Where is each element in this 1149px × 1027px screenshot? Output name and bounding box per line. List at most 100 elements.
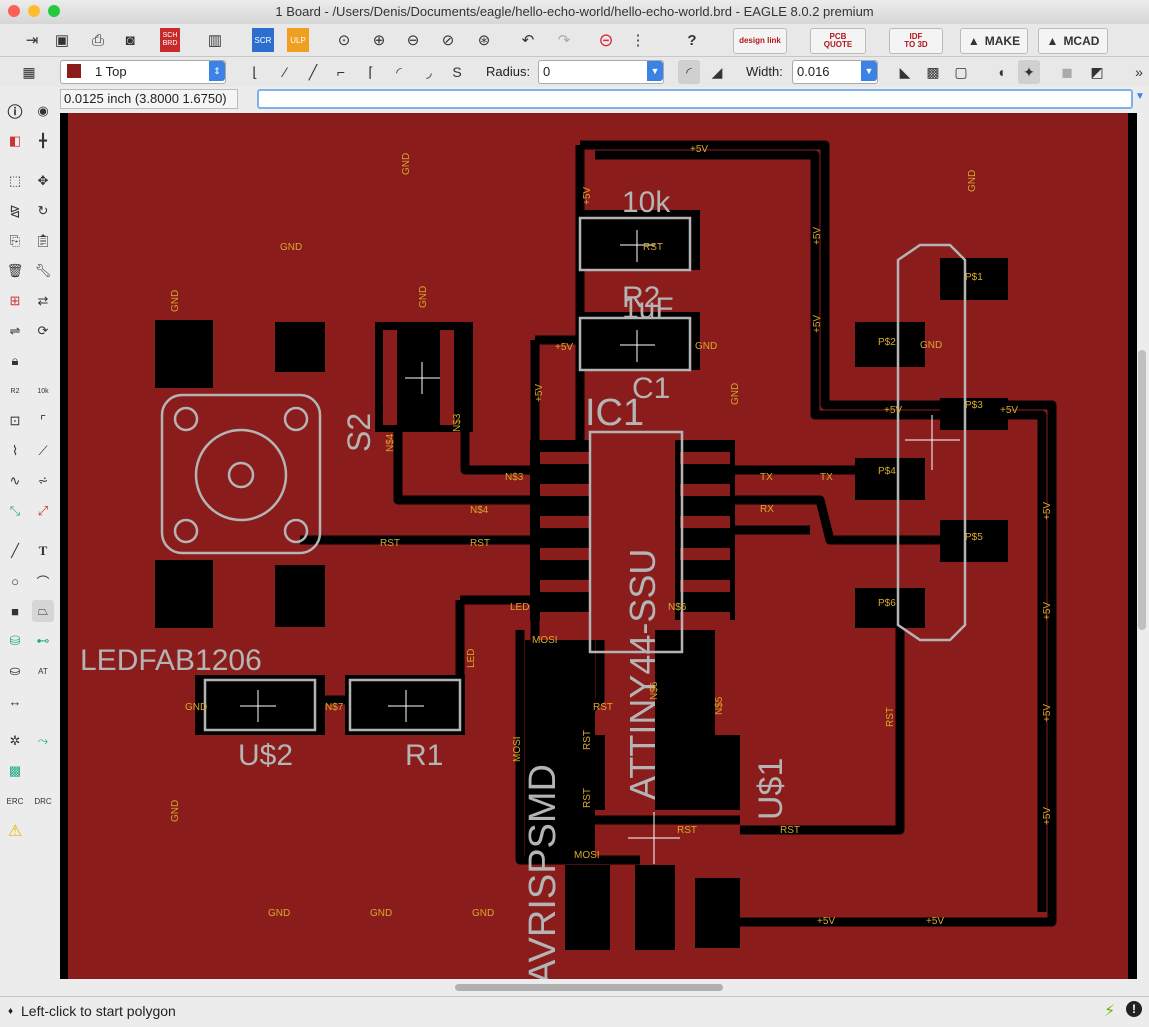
lock-rotate-icon[interactable]: ⟳: [37, 323, 49, 338]
smash-icon[interactable]: ⊡: [9, 413, 21, 428]
meander-icon[interactable]: ∿: [9, 473, 21, 488]
errors-warning-icon[interactable]: ⚠: [7, 823, 23, 840]
wire-bend-45-90-icon[interactable]: ⌐: [336, 64, 346, 80]
library-icon[interactable]: ▥: [207, 32, 223, 49]
go-icon[interactable]: ⋮: [630, 32, 646, 49]
overflow-chevron-icon[interactable]: »: [1135, 64, 1143, 80]
hole-icon[interactable]: ⛀: [9, 663, 21, 678]
drc-icon[interactable]: DRC: [34, 796, 52, 806]
cam-icon[interactable]: ◙: [125, 31, 135, 49]
horizontal-scrollbar[interactable]: [60, 980, 1137, 994]
wire-bend-45-icon[interactable]: ⁄: [283, 64, 287, 80]
display-layers-icon[interactable]: ◧: [8, 133, 22, 148]
spacing-icon[interactable]: ◩: [1090, 63, 1104, 80]
zoom-window-button[interactable]: [48, 5, 60, 17]
zoom-redraw-icon[interactable]: ⊘: [441, 32, 455, 49]
zoom-fit-icon[interactable]: ⊙: [337, 32, 351, 49]
erc-icon[interactable]: ERC: [6, 796, 24, 806]
board-canvas[interactable]: 10k R2 1uF C1 IC1 ATTINY44-SSU U$1 S2 LE…: [60, 113, 1137, 979]
wire-bend-arc-alt-icon[interactable]: ◞: [426, 63, 432, 80]
lock-icon[interactable]: 🔒︎: [11, 353, 19, 368]
make-button[interactable]: ▲MAKE: [960, 28, 1028, 54]
add-part-icon[interactable]: ⊞: [9, 293, 21, 308]
width-input[interactable]: 0.016 ▼: [792, 60, 878, 84]
help-icon[interactable]: ?: [687, 31, 697, 49]
paste-icon[interactable]: 📋︎: [34, 233, 52, 248]
thermals-icon[interactable]: ◖: [996, 64, 1006, 80]
circle-icon[interactable]: ○: [11, 573, 19, 589]
print-icon[interactable]: ⎙: [91, 31, 104, 49]
value-icon[interactable]: 10k: [37, 387, 49, 395]
replace-icon[interactable]: ⇄: [37, 293, 49, 308]
info-icon[interactable]: ⓘ: [7, 103, 23, 121]
zoom-select-icon[interactable]: ⊛: [477, 32, 491, 49]
route-diff-pair-icon[interactable]: ⩫: [37, 473, 49, 488]
optimize-icon[interactable]: ⟋: [38, 443, 48, 458]
grid-icon[interactable]: ▦: [22, 63, 36, 80]
mirror-icon[interactable]: ⧎: [9, 203, 21, 218]
signal-icon[interactable]: ⊷: [36, 633, 50, 648]
ripup-icon[interactable]: ⤢: [37, 503, 49, 518]
route-icon[interactable]: ⤡: [9, 503, 21, 518]
via-icon[interactable]: ⛁: [9, 633, 21, 648]
attribute-icon[interactable]: AT: [38, 666, 48, 676]
lightning-icon[interactable]: ⚡︎: [1104, 1003, 1116, 1020]
wrench-icon[interactable]: 🔧︎: [34, 263, 52, 278]
miter-icon[interactable]: ⌜: [39, 413, 47, 428]
ratsnest-icon[interactable]: ✲: [9, 733, 21, 748]
run-script-button[interactable]: SCR: [252, 28, 274, 52]
thermals-on-icon[interactable]: ✦: [1018, 60, 1040, 84]
close-window-button[interactable]: [8, 5, 20, 17]
mark-icon[interactable]: ╋: [39, 133, 47, 148]
wire-bend-90-alt-icon[interactable]: ⌈: [368, 63, 374, 80]
move-icon[interactable]: ✥: [37, 173, 49, 188]
board-icon[interactable]: ▩: [8, 763, 22, 778]
polygon-icon[interactable]: ⏢: [32, 600, 54, 622]
wire-bend-free-icon[interactable]: S: [452, 64, 462, 80]
zoom-in-icon[interactable]: ⊕: [372, 32, 386, 49]
delete-icon[interactable]: 🗑︎: [6, 263, 24, 278]
rotate-icon[interactable]: ↻: [37, 203, 49, 218]
pcb-drawing[interactable]: 10k R2 1uF C1 IC1 ATTINY44-SSU U$1 S2 LE…: [60, 113, 1137, 979]
dimension-icon[interactable]: ↔: [8, 693, 22, 709]
pour-solid-icon[interactable]: ◣: [899, 63, 911, 80]
stop-icon[interactable]: ⊝: [598, 29, 614, 50]
autorouter-icon[interactable]: ⤳: [37, 733, 49, 748]
rectangle-icon[interactable]: ■: [11, 603, 19, 619]
show-eye-icon[interactable]: ◉: [37, 103, 49, 118]
save-icon[interactable]: ▣: [54, 32, 70, 49]
mcad-button[interactable]: ▲MCAD: [1038, 28, 1108, 54]
group-select-icon[interactable]: ⬚: [8, 173, 22, 188]
redo-icon[interactable]: ↷: [557, 32, 571, 49]
stop-command-icon[interactable]: !: [1126, 1001, 1142, 1017]
split-icon[interactable]: ⌇: [11, 443, 19, 458]
text-icon[interactable]: T: [38, 543, 48, 558]
command-line-input[interactable]: [257, 89, 1133, 109]
undo-icon[interactable]: ↶: [521, 32, 535, 49]
orphans-icon[interactable]: ▢: [954, 63, 968, 80]
name-icon[interactable]: R2: [10, 387, 20, 395]
miter-round-icon[interactable]: ◜: [678, 60, 700, 84]
minimize-window-button[interactable]: [28, 5, 40, 17]
swap-icon[interactable]: ⇌: [9, 323, 21, 338]
design-link-button[interactable]: design link: [733, 28, 787, 54]
rank-icon[interactable]: ◼: [1061, 63, 1073, 80]
arc-icon[interactable]: ⌒: [36, 574, 50, 590]
wire-bend-90-icon[interactable]: ⌊: [252, 63, 258, 80]
zoom-out-icon[interactable]: ⊖: [406, 32, 420, 49]
vertical-scrollbar-thumb[interactable]: [1138, 350, 1146, 630]
run-ulp-button[interactable]: ULP: [287, 28, 309, 52]
pour-hatch-icon[interactable]: ▩: [926, 63, 940, 80]
wire-bend-arc-icon[interactable]: ◜: [396, 63, 402, 80]
miter-straight-icon[interactable]: ◢: [711, 63, 723, 80]
open-icon[interactable]: ⇥: [25, 32, 39, 49]
wire-bend-straight-icon[interactable]: ╱: [308, 63, 318, 80]
copy-icon[interactable]: ⎘: [9, 233, 21, 248]
layer-select[interactable]: 1 Top ⇕: [60, 60, 226, 84]
command-history-chevron-icon[interactable]: ▼: [1135, 91, 1145, 102]
horizontal-scrollbar-thumb[interactable]: [455, 984, 723, 991]
wire-icon[interactable]: ╱: [11, 543, 19, 558]
